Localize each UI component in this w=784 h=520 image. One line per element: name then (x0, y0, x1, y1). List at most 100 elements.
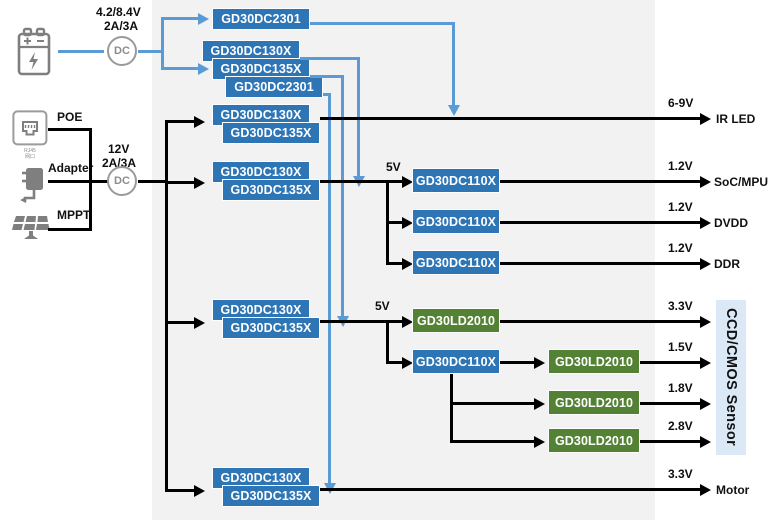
battery-branch-top-arrow (198, 12, 209, 25)
row3-branch-a (386, 320, 406, 323)
block-row2-gd30dc135x[interactable]: GD30DC135X (222, 179, 320, 201)
battery-icon (12, 25, 56, 82)
block-row1-gd30dc135x[interactable]: GD30DC135X (222, 122, 320, 144)
output-2-load: DVDD (714, 216, 749, 230)
row2-branch-c-arrow (402, 257, 413, 270)
battery-wire (58, 50, 104, 53)
battery-voltage-label: 4.2/8.4V (96, 5, 141, 19)
output-1-voltage: 1.2V (668, 159, 693, 173)
row4-output-line (320, 488, 705, 491)
row3-rail-bus (386, 320, 389, 362)
output-1-line (500, 180, 705, 183)
output-3-voltage: 1.2V (668, 241, 693, 255)
output-8-voltage: 3.3V (668, 467, 693, 481)
row2-feed-arrow (194, 176, 205, 189)
block-gd30ld2010-2[interactable]: GD30LD2010 (548, 390, 640, 415)
block-row1-gd30dc130x[interactable]: GD30DC130X (212, 104, 310, 126)
output-3-line (500, 262, 705, 265)
block-gd30dc110x-1[interactable]: GD30DC110X (412, 168, 500, 193)
main-bus-out (138, 180, 167, 183)
mppt-wire (48, 228, 92, 231)
output-2-line (500, 221, 705, 224)
ldo-branch-bus (450, 374, 453, 443)
ldo-feed-2 (450, 402, 540, 405)
main-voltage-label: 12V (108, 142, 130, 156)
block-gd30ld2010-top[interactable]: GD30LD2010 (412, 308, 500, 333)
output-5-arrow (700, 356, 711, 369)
input-merge-bus (89, 128, 92, 231)
row2-branch-a-arrow (402, 175, 413, 188)
battery-dc-converter: DC (107, 36, 137, 66)
solar-panel-icon (12, 206, 52, 251)
output-4-voltage: 3.3V (668, 299, 693, 313)
row3-feed-arrow (194, 316, 205, 329)
block-gd30dc110x-2[interactable]: GD30DC110X (412, 209, 500, 234)
blue-route-irled-h (310, 22, 455, 25)
rj45-icon (12, 110, 48, 151)
block-gd30ld2010-3[interactable]: GD30LD2010 (548, 428, 640, 453)
row2-branch-b-arrow (402, 216, 413, 229)
output-4-line (500, 320, 705, 323)
ldo-feed-2-arrow (534, 397, 545, 410)
row2-feed (165, 181, 197, 184)
blue-route-irled-v (452, 22, 455, 108)
poe-wire (48, 128, 92, 131)
adapter-wire (48, 180, 108, 183)
ldo-feed-3 (450, 440, 540, 443)
rj45-caption-line2: 网口 (24, 154, 35, 160)
output-5-voltage: 1.5V (668, 340, 693, 354)
block-gd30dc2301-top[interactable]: GD30DC2301 (212, 8, 310, 30)
blue-route-irled-arrow (447, 105, 460, 116)
output-0-voltage: 6-9V (668, 96, 694, 110)
row2-branch-a (386, 180, 406, 183)
row2-rail-label: 5V (386, 160, 401, 174)
ccd-cmos-sensor-label: CCD/CMOS Sensor (723, 308, 739, 447)
output-1-arrow (700, 175, 711, 188)
block-gd30ld2010-1[interactable]: GD30LD2010 (548, 349, 640, 374)
output-3-load: DDR (714, 257, 740, 271)
output-6-line (640, 402, 705, 405)
block-gd30dc110x-3[interactable]: GD30DC110X (412, 250, 500, 275)
output-2-voltage: 1.2V (668, 200, 693, 214)
output-1-load: SoC/MPU (714, 175, 768, 189)
adapter-label: Adapter (48, 161, 94, 175)
output-8-load: Motor (716, 483, 750, 497)
output-0-load: IR LED (716, 112, 756, 126)
blue-route-row3-h (310, 75, 344, 78)
row3-branch-b-arrow (402, 356, 413, 369)
main-dc-converter: DC (107, 166, 137, 196)
output-6-voltage: 1.8V (668, 381, 693, 395)
blue-route-row2-h (300, 57, 360, 60)
ldo-feed-1-arrow (534, 356, 545, 369)
ccd-cmos-sensor-box: CCD/CMOS Sensor (716, 300, 746, 455)
row3-branch-a-arrow (402, 315, 413, 328)
block-row4-gd30dc135x[interactable]: GD30DC135X (222, 485, 320, 507)
row4-output-arrow (700, 483, 711, 496)
battery-current-label: 2A/3A (104, 19, 139, 33)
row1-output-arrow (700, 112, 711, 125)
output-7-voltage: 2.8V (668, 419, 693, 433)
output-7-arrow (700, 435, 711, 448)
battery-branch-top (161, 17, 199, 20)
blue-route-motor-h (323, 93, 331, 96)
mppt-label: MPPT (57, 208, 91, 222)
row4-feed-arrow (194, 484, 205, 497)
block-row2-gd30dc130x[interactable]: GD30DC130X (212, 161, 310, 183)
block-gd30dc2301-bat[interactable]: GD30DC2301 (225, 76, 323, 98)
block-row3-gd30dc135x[interactable]: GD30DC135X (222, 317, 320, 339)
row3-branch-b (386, 361, 406, 364)
ldo-feed-3-arrow (534, 435, 545, 448)
block-gd30dc135x-bat[interactable]: GD30DC135X (212, 58, 310, 80)
row1-feed-arrow (194, 115, 205, 128)
block-gd30dc110x-4[interactable]: GD30DC110X (412, 349, 500, 374)
output-4-arrow (700, 315, 711, 328)
output-7-line (640, 440, 705, 443)
power-adapter-icon (12, 162, 52, 213)
output-3-arrow (700, 257, 711, 270)
row1-output-line (320, 117, 705, 120)
battery-out-wire (138, 50, 164, 53)
battery-branch-bottom (161, 67, 199, 70)
rj45-caption-line1: RJ45 (24, 148, 36, 154)
block-row3-gd30dc130x[interactable]: GD30DC130X (212, 299, 310, 321)
